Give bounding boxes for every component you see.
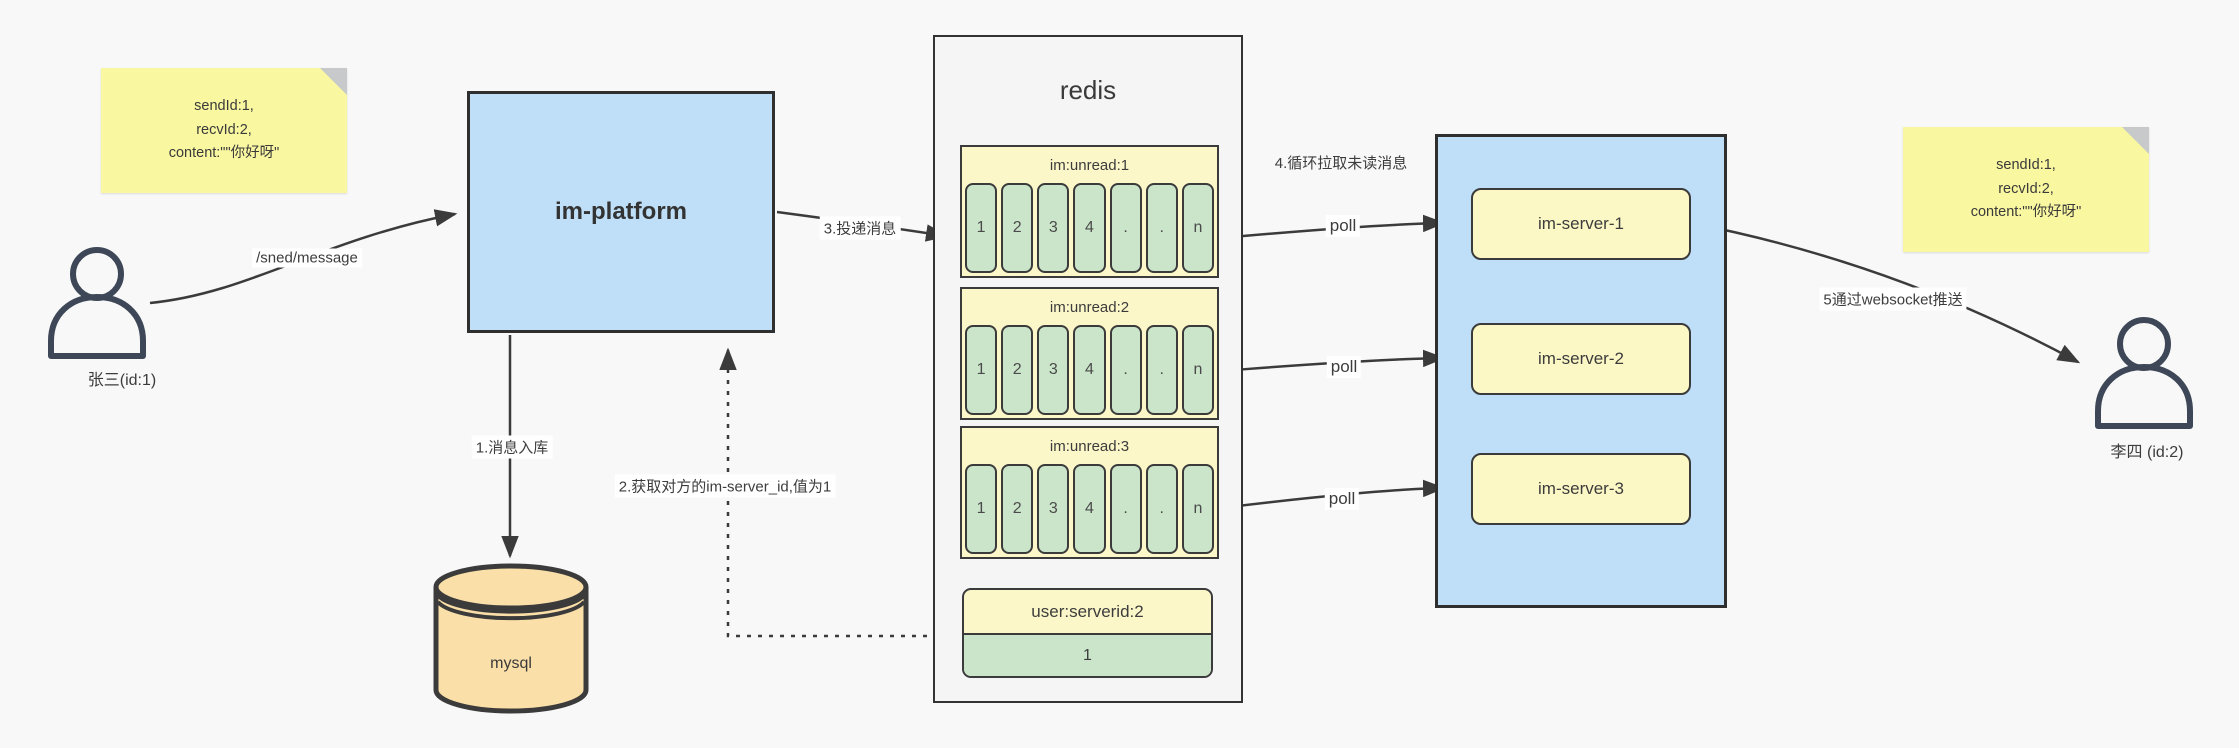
queue-cell: . [1145, 464, 1178, 554]
queue-cell: 4 [1073, 464, 1106, 554]
queue-cell: . [1109, 325, 1142, 415]
im-server-3-node: im-server-3 [1471, 453, 1691, 525]
note-line: sendId:1, [194, 98, 254, 115]
note-line: recvId:2, [1998, 180, 2054, 197]
queue-cell: . [1145, 325, 1178, 415]
queue-cell: . [1109, 183, 1142, 273]
note-line: content:""你好呀" [1970, 204, 2082, 221]
im-server-2-label: im-server-2 [1538, 349, 1624, 368]
im-server-1-node: im-server-1 [1471, 188, 1691, 260]
person-icon [2095, 317, 2193, 429]
edge-label-step2: 2.获取对方的im-server_id,值为1 [614, 474, 836, 498]
queue-2-key: im:unread:2 [1049, 299, 1130, 316]
queue-cell: 4 [1073, 183, 1106, 273]
kv-value: 1 [964, 633, 1211, 676]
queue-1-key: im:unread:1 [1049, 157, 1130, 174]
queue-cell: n [1181, 183, 1214, 273]
queue-3-key: im:unread:3 [1049, 438, 1130, 455]
edge-label-step1: 1.消息入库 [471, 435, 553, 459]
im-platform-node: im-platform [467, 91, 775, 333]
queue-cell: 4 [1073, 325, 1106, 415]
queue-cell: 2 [1001, 183, 1034, 273]
queue-cell: 1 [965, 464, 998, 554]
edge-label-send: /sned/message [252, 248, 362, 268]
queue-cell: 2 [1001, 464, 1034, 554]
queue-cell: 3 [1037, 183, 1070, 273]
queue-cell: 3 [1037, 464, 1070, 554]
edge-label-poll-1: poll [1325, 215, 1361, 237]
redis-container: redis im:unread:1 1 2 3 4 . . n im:unrea… [933, 35, 1243, 703]
queue-1-cells: 1 2 3 4 . . n [965, 183, 1214, 273]
im-server-3-label: im-server-3 [1538, 479, 1624, 498]
kv-key: user:serverid:2 [1031, 601, 1144, 621]
redis-kv-node: user:serverid:2 1 [962, 588, 1213, 678]
edge-label-step5: 5通过websocket推送 [1819, 287, 1967, 311]
note-line: sendId:1, [1996, 157, 2056, 174]
queue-cell: 3 [1037, 325, 1070, 415]
sticky-note-receiver: sendId:1, recvId:2, content:""你好呀" [1903, 127, 2149, 252]
actor-receiver-label: 李四 (id:2) [2110, 444, 2184, 461]
queue-cell: 1 [965, 325, 998, 415]
queue-cell: 1 [965, 183, 998, 273]
edge-label-poll-3: poll [1324, 488, 1360, 510]
redis-queue-2: im:unread:2 1 2 3 4 . . n [960, 287, 1219, 420]
im-server-1-label: im-server-1 [1538, 214, 1624, 233]
queue-cell: n [1181, 325, 1214, 415]
queue-cell: . [1109, 464, 1142, 554]
sticky-note-sender: sendId:1, recvId:2, content:""你好呀" [101, 68, 347, 193]
edge-label-step4: 4.循环拉取未读消息 [1274, 155, 1408, 172]
im-platform-label: im-platform [555, 198, 687, 225]
queue-3-cells: 1 2 3 4 . . n [965, 464, 1214, 554]
note-line: content:""你好呀" [168, 145, 280, 162]
queue-cell: . [1145, 183, 1178, 273]
edge-label-poll-2: poll [1326, 356, 1362, 378]
redis-queue-1: im:unread:1 1 2 3 4 . . n [960, 145, 1219, 278]
database-label: mysql [490, 655, 532, 672]
queue-cell: n [1181, 464, 1214, 554]
im-server-cluster: im-server-1 im-server-2 im-server-3 [1435, 134, 1727, 608]
note-line: recvId:2, [196, 121, 252, 138]
edge-label-step3: 3.投递消息 [819, 216, 901, 240]
person-icon [48, 247, 146, 359]
actor-sender-label: 张三(id:1) [87, 372, 157, 389]
queue-cell: 2 [1001, 325, 1034, 415]
queue-2-cells: 1 2 3 4 . . n [965, 325, 1214, 415]
redis-title: redis [1059, 75, 1117, 105]
redis-queue-3: im:unread:3 1 2 3 4 . . n [960, 426, 1219, 559]
im-server-2-node: im-server-2 [1471, 323, 1691, 395]
database-icon [433, 563, 589, 714]
